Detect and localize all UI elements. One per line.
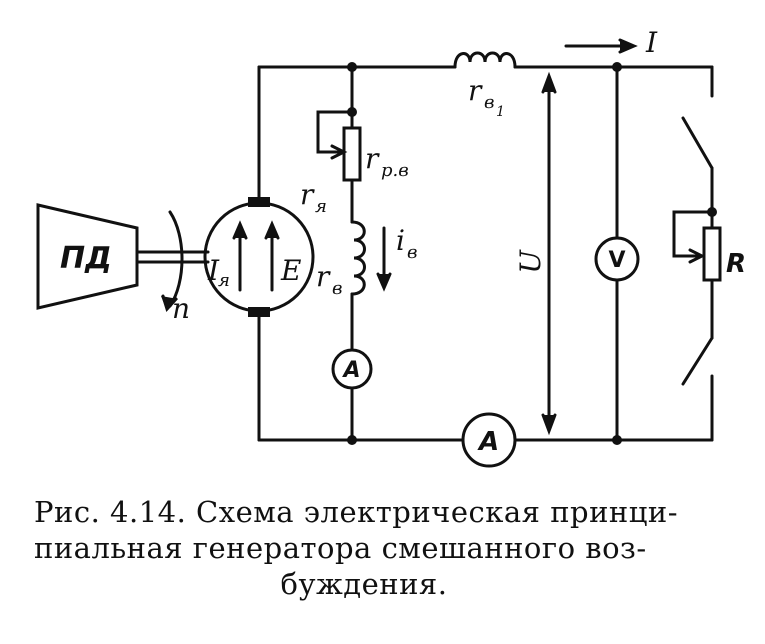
shunt-ammeter-circle [331,348,373,390]
caption-line-3: буждения. [280,567,448,601]
load-resistor [702,226,722,282]
rotation-arc [168,210,184,308]
shunt-current-sub: в [407,242,417,263]
load-switch-bottom [681,336,714,386]
series-resistance-sub: в [484,92,494,113]
voltmeter-circle [594,236,640,282]
shunt-resistance-sub: в [332,278,342,299]
series-resistance-label: r [468,74,483,107]
caption-line-2: пиальная генератора смешанного воз- [34,531,647,565]
armature-arrow-fill [234,224,246,238]
voltage-label: U [514,249,547,274]
rotation-arrow-fill [161,296,178,311]
node-bottom-shunt [347,435,357,445]
shunt-resistance-label: r [316,260,331,293]
load-current-label: I [645,26,658,59]
node-top-shunt [347,62,357,72]
node-top-voltmeter [612,62,622,72]
speed-label: n [172,292,190,325]
armature-current-label: I [207,254,220,287]
shunt-rheostat-wiper-head [330,144,348,160]
shunt-winding [350,220,366,296]
load-rheostat-wiper-head [688,248,706,264]
rheostat-sub: р.в [381,160,409,181]
brush-bottom [248,307,270,317]
brush-top [248,197,270,207]
series-winding [453,51,517,69]
voltage-arrow-bottom-fill [543,415,555,431]
voltmeter-symbol: V [608,248,625,273]
node-shunt-wiper [347,107,357,117]
load-arrow-fill [620,40,634,52]
shunt-ammeter-symbol: A [341,358,360,383]
node-load-wiper [707,207,717,217]
armature-resistance-sub: я [315,196,327,217]
shunt-rheostat-resistor [342,126,362,182]
caption-line-1: Рис. 4.14. Схема электрическая принци- [34,495,679,529]
line-ammeter-circle [461,412,517,468]
load-rheostat-wiper [672,210,714,258]
motor-label: ПД [60,241,112,276]
emf-arrow-fill [266,224,278,238]
emf-label: E [280,254,301,287]
armature-current-sub: я [218,270,230,291]
rheostat-label: r [365,142,380,175]
voltage-arrow-top-fill [543,76,555,92]
load-switch-top [681,116,714,170]
node-bottom-voltmeter [612,435,622,445]
shunt-rheostat-wiper [316,110,354,154]
series-resistance-index: 1 [496,104,505,120]
figure-caption: Рис. 4.14. Схема электрическая принци- п… [34,494,734,602]
armature-resistance-label: r [300,178,315,211]
shunt-arrow-fill [378,274,390,288]
line-ammeter-symbol: A [477,427,499,457]
shunt-current-label: i [396,224,405,257]
prime-mover-symbol [36,203,139,310]
load-label: R [726,249,746,279]
